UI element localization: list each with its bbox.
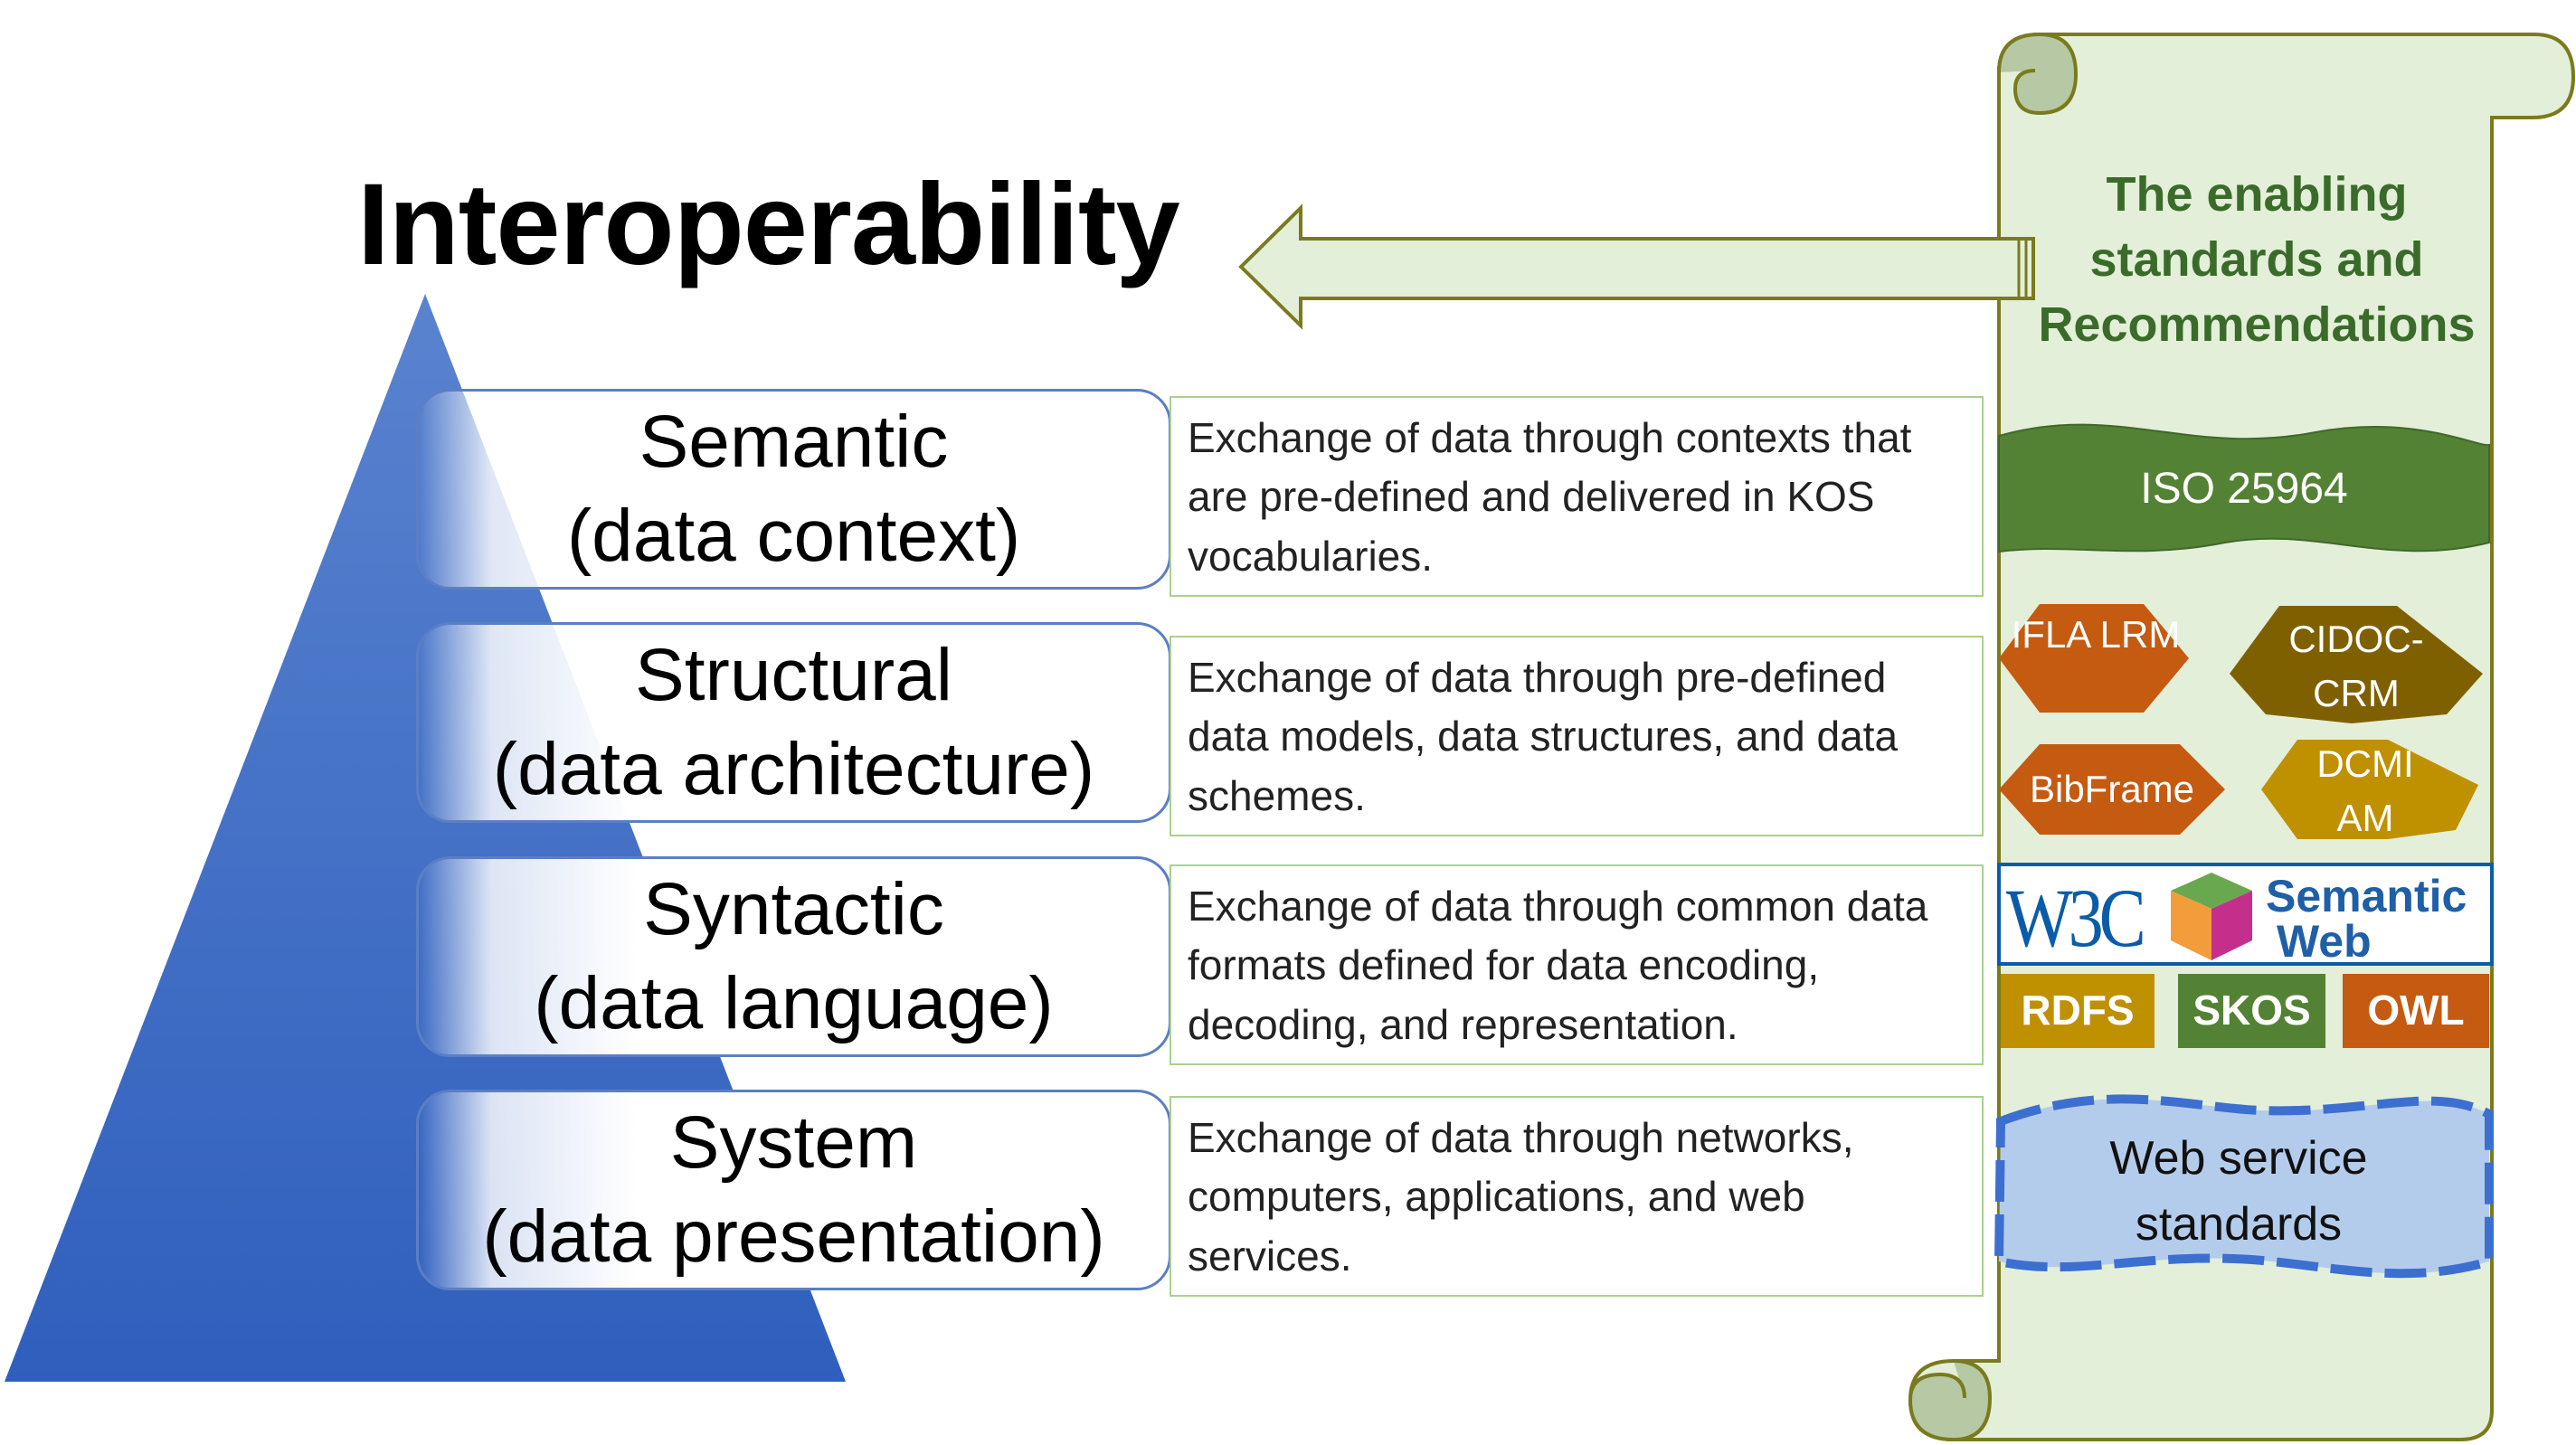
layer-sub: (data presentation) [482,1195,1105,1278]
layer-sub: (data architecture) [492,728,1095,810]
skos-label: SKOS [2192,987,2311,1034]
layer-name: Structural [635,633,952,716]
cidoc-crm-shape [2230,606,2483,723]
ifla-lrm-shape [1999,604,2189,713]
skos-box [2178,974,2325,1048]
bibframe-label: BibFrame [2029,768,2195,810]
scroll [1908,32,2576,1442]
dcmi-am-shape [2261,740,2478,839]
cidoc-crm-label: CIDOC-CRM [2288,618,2424,714]
layer-system: System (data presentation) [416,1090,1171,1290]
owl-box [2343,974,2489,1048]
web-service-label: Web service standards [2109,1132,2368,1251]
w3c-logo-icon: W3C [2005,872,2146,964]
semantic-web-label: Semantic Web [2266,874,2492,964]
desc-system: Exchange of data through networks, compu… [1170,1096,1984,1297]
bibframe-shape [1999,744,2225,835]
desc-structural: Exchange of data through pre-defined dat… [1170,636,1984,836]
scroll-title: The enabling standards and Recommendatio… [2038,167,2476,352]
ifla-lrm-label: IFLA LRM [2011,613,2181,656]
layer-syntactic: Syntactic (data language) [416,856,1171,1057]
layer-name: System [669,1100,918,1184]
layer-structural: Structural (data architecture) [416,622,1171,823]
dcmi-am-label: DCMI AM [2316,742,2414,839]
rdfs-label: RDFS [2021,987,2135,1034]
layer-name: Syntactic [643,867,944,950]
layer-name: Semantic [639,400,949,483]
semantic-word: Semantic [2266,871,2467,921]
owl-label: OWL [2367,987,2465,1034]
desc-syntactic: Exchange of data through common data for… [1170,864,1984,1065]
iso-label: ISO 25964 [2140,465,2348,513]
layer-sub: (data context) [566,495,1021,577]
layer-semantic: Semantic (data context) [416,389,1171,590]
desc-semantic: Exchange of data through contexts that a… [1170,396,1984,597]
page-title: Interoperability [357,160,1180,289]
arrow-left-icon [1238,203,2035,330]
web-word: Web [2277,916,2372,967]
layer-sub: (data language) [534,962,1054,1044]
semantic-web-cube-icon [2171,873,2252,960]
iso-banner [1998,423,2490,553]
web-service-shape [1994,1094,2494,1279]
rdfs-box [2001,974,2155,1048]
